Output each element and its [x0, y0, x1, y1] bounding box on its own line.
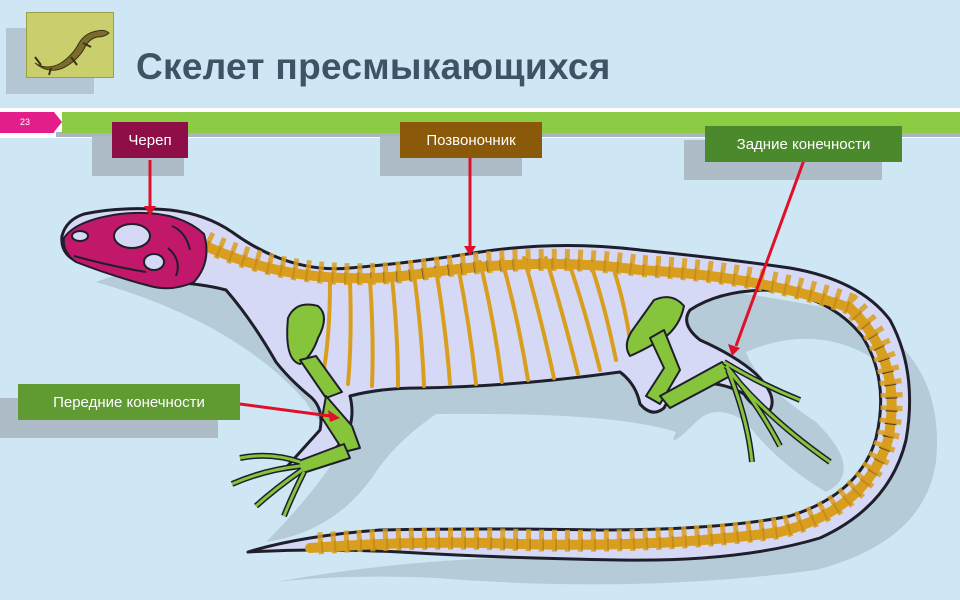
hind-arrow-head [728, 344, 740, 356]
hind-limbs [625, 296, 832, 465]
skull-arrow-head [144, 206, 156, 216]
hind-arrow-line [734, 159, 806, 347]
slide-number-arrow [54, 112, 62, 132]
fore-arrow-line [239, 402, 331, 418]
ribs [320, 256, 632, 388]
page-title: Скелет пресмыкающихся [136, 46, 611, 87]
skull-label: Череп [112, 122, 188, 158]
hind-limbs-label: Задние конечности [705, 126, 902, 162]
pointer-arrows [144, 158, 806, 422]
skull [62, 211, 208, 290]
fore-arrow-head [328, 410, 340, 422]
spine-arrow-head [464, 246, 476, 256]
slide-number: 23 [0, 112, 54, 133]
lizard-thumbnail-icon [26, 12, 114, 78]
fore-limbs-label: Передние конечности [18, 384, 240, 420]
spine-label: Позвоночник [400, 122, 542, 158]
spine-line [201, 241, 897, 553]
